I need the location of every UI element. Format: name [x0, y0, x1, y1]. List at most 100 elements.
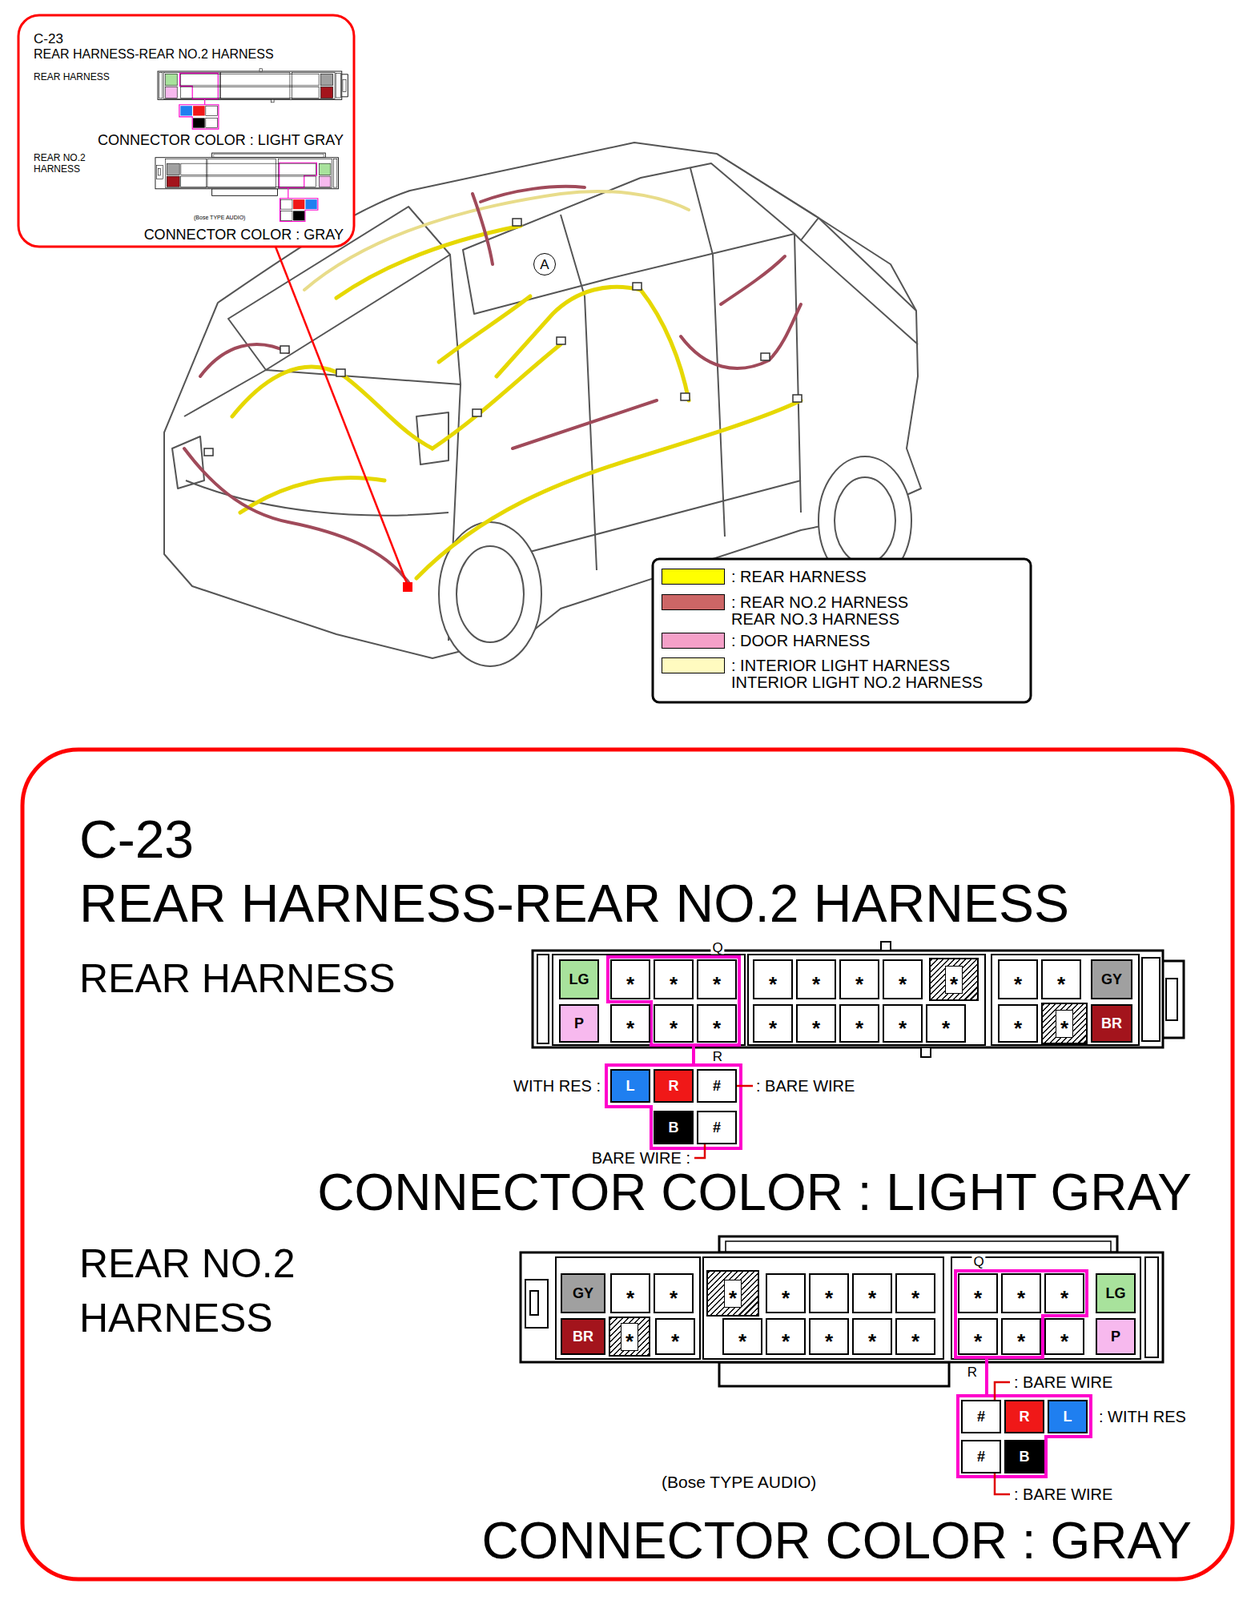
pin-label: * — [1060, 1323, 1069, 1350]
bare-wire-leader — [694, 1086, 1010, 1495]
connector-pin: L — [1047, 1399, 1088, 1434]
mini-connector — [193, 117, 206, 128]
pin-label: B — [668, 1120, 680, 1135]
mini-connector — [166, 163, 180, 175]
pin-label: * — [941, 1010, 950, 1037]
mini-connector — [157, 68, 348, 129]
pin-label: * — [1057, 966, 1066, 993]
harness-wire — [304, 191, 689, 290]
pin-label: * — [724, 1279, 742, 1308]
mini-connector — [319, 176, 331, 187]
wire-note: BARE WIRE : — [591, 1150, 691, 1167]
option-note: (Bose TYPE AUDIO) — [193, 214, 246, 221]
pin-label: * — [671, 1323, 680, 1350]
connector-housing — [520, 1236, 1163, 1477]
connector-pin: P — [1095, 1318, 1136, 1356]
connector-pin: # — [696, 1110, 737, 1145]
connector-pin: * — [696, 1004, 737, 1043]
mini-connector — [180, 73, 319, 86]
pin-label: P — [1110, 1329, 1121, 1344]
harness-connector — [472, 409, 482, 417]
pin-label: * — [898, 1010, 907, 1037]
harness-wire — [496, 286, 641, 377]
mini-connector — [155, 152, 339, 222]
connector-pin: L — [610, 1069, 651, 1103]
pin-label: * — [812, 1010, 821, 1037]
pin-label: A — [539, 257, 549, 272]
connector-pin: * — [610, 1004, 651, 1043]
pin-label: BR — [1101, 1016, 1123, 1031]
pin-label: # — [712, 1078, 721, 1094]
connector-pin: * — [653, 1273, 694, 1314]
harness-name: REAR NO.2 HARNESS — [33, 152, 98, 175]
connector-pin: * — [610, 959, 651, 1000]
connector-pin: * — [839, 959, 880, 1000]
pin-label: * — [781, 1323, 790, 1350]
connector-pin: * — [796, 959, 837, 1000]
pin-label: LG — [1106, 1286, 1127, 1301]
pin-label: # — [712, 1120, 721, 1135]
pin-label: P — [574, 1016, 584, 1031]
wire-note: : BARE WIRE — [1013, 1486, 1113, 1503]
pin-label: * — [911, 1323, 920, 1350]
harness-wire — [438, 296, 531, 363]
connector-pin: * — [1044, 1318, 1085, 1356]
pin-label: * — [824, 1323, 833, 1350]
legend-swatch — [661, 594, 725, 611]
mini-connector — [205, 117, 218, 128]
legend-text: : REAR HARNESS — [731, 568, 867, 586]
connector-pin: * — [653, 959, 694, 1000]
harness-wire — [432, 344, 561, 449]
connector-pin: * — [610, 1273, 651, 1314]
connector-pin: * — [653, 1004, 694, 1043]
pin-label: # — [977, 1449, 986, 1465]
mini-connector — [180, 87, 319, 99]
connector-pin: * — [997, 959, 1038, 1000]
pin-label: * — [768, 1010, 777, 1037]
connector-color-note: CONNECTOR COLOR : LIGHT GRAY — [317, 1166, 1192, 1219]
connector-pin: * — [706, 1270, 760, 1317]
pin-label: * — [868, 1323, 877, 1350]
connector-housing — [532, 941, 1184, 1149]
connector-pin: * — [765, 1318, 806, 1356]
leader-line — [275, 246, 408, 586]
connector-pin: B — [653, 1110, 694, 1145]
option-note: : WITH RES — [1098, 1408, 1187, 1425]
pin-label: * — [1055, 1009, 1074, 1038]
harness-wire — [480, 186, 585, 202]
connector-color-note: CONNECTOR COLOR : GRAY — [481, 1515, 1192, 1567]
leader-line — [402, 582, 413, 592]
connector-pin: * — [895, 1318, 936, 1356]
connector-pin: * — [655, 1318, 696, 1356]
harness-connector — [204, 448, 214, 456]
connector-pin: BR — [1090, 1004, 1133, 1043]
mini-connector — [181, 163, 317, 175]
harness-connector — [204, 218, 802, 456]
harness-wire — [232, 366, 433, 449]
harness-wire — [184, 448, 411, 585]
mini-connector — [180, 176, 316, 187]
harness-name: REAR NO.2 HARNESS — [79, 1236, 336, 1346]
pin-label: * — [824, 1280, 833, 1307]
mini-connector — [155, 152, 339, 222]
detail-frame — [22, 749, 1233, 1580]
harness-connector — [556, 337, 566, 345]
harness-connector — [512, 218, 522, 226]
pin-label: * — [669, 966, 678, 993]
legend-text: : INTERIOR LIGHT HARNESS INTERIOR LIGHT … — [731, 657, 998, 692]
pin-label: * — [945, 965, 963, 994]
harness-wire — [232, 225, 801, 579]
mini-connector — [193, 105, 206, 116]
pin-label: * — [738, 1323, 747, 1350]
harness-connector — [280, 345, 290, 354]
connector-pin: * — [957, 1318, 998, 1356]
legend-text: : REAR NO.2 HARNESS REAR NO.3 HARNESS — [731, 594, 932, 628]
connector-pin: LG — [1095, 1273, 1136, 1314]
mini-connector — [293, 210, 305, 221]
mini-connector — [321, 73, 334, 86]
harness-connector — [336, 369, 346, 377]
wire-note: : BARE WIRE — [756, 1078, 855, 1095]
pin-label: * — [812, 966, 821, 993]
mini-connector — [321, 87, 334, 99]
pin-label: * — [1013, 1010, 1022, 1037]
